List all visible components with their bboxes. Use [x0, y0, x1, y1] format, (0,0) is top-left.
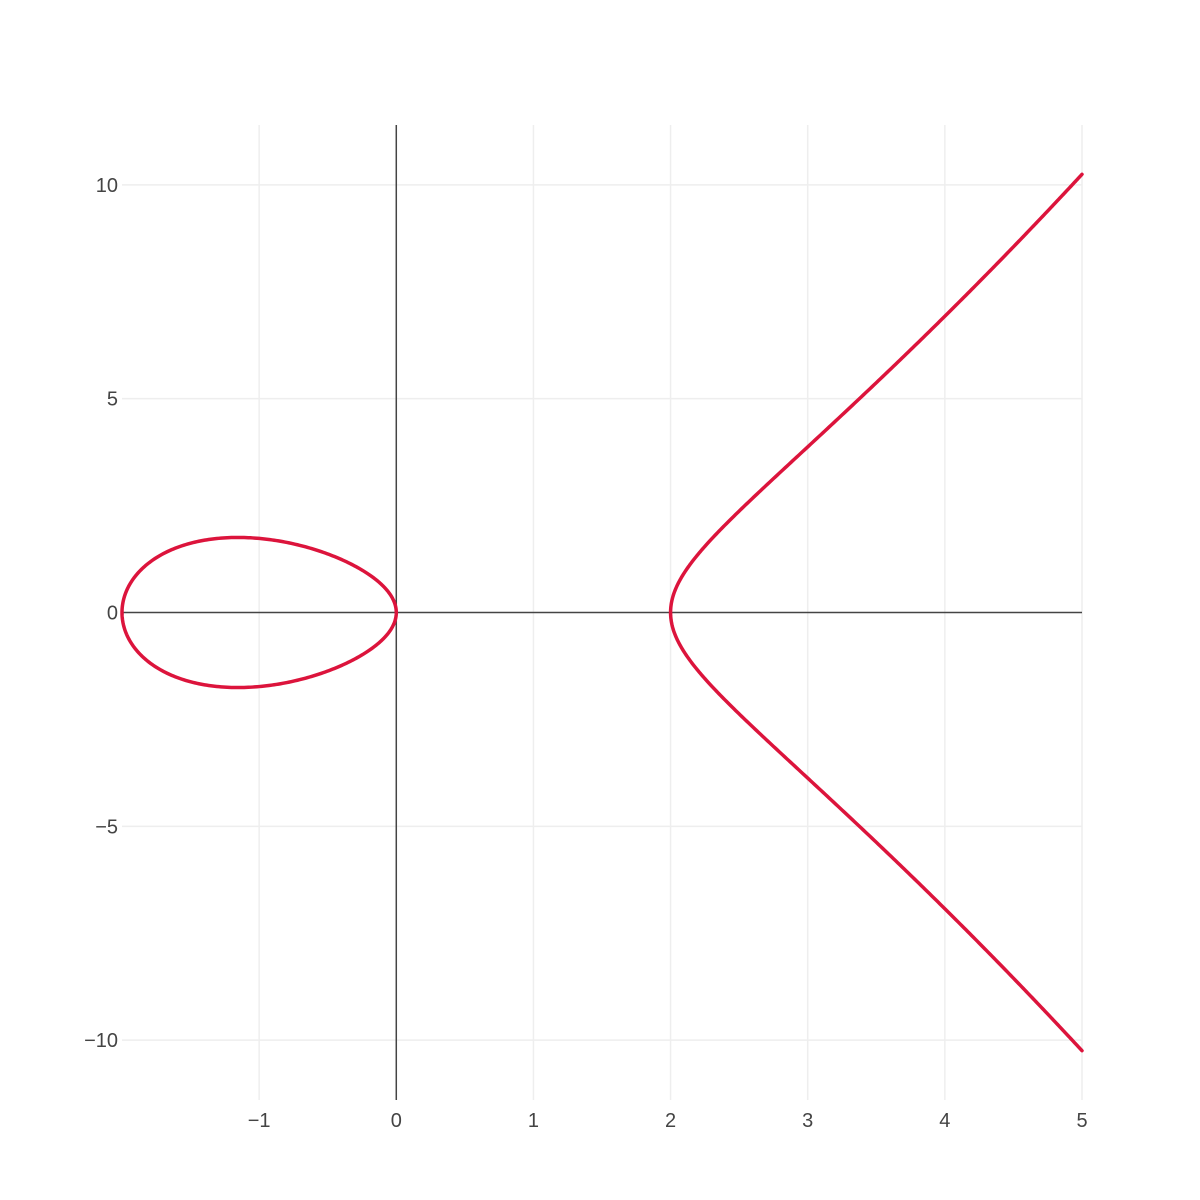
y-tick-label: −5	[95, 816, 118, 838]
x-tick-label: −1	[248, 1110, 271, 1132]
curve-oval-component	[120, 535, 399, 690]
y-tick-label: 10	[96, 175, 118, 197]
y-axis-ticks: 10 5 0 −5 −10	[84, 175, 118, 1052]
x-tick-label: 2	[665, 1110, 676, 1132]
x-tick-label: 3	[802, 1110, 813, 1132]
y-tick-label: 5	[107, 389, 118, 411]
y-tick-label: −10	[84, 1030, 118, 1052]
curve-unbounded-component	[668, 172, 1084, 1053]
curve-series	[120, 172, 1084, 1053]
x-tick-label: 4	[939, 1110, 950, 1132]
x-axis-ticks: −1 0 1 2 3 4 5	[248, 1110, 1088, 1132]
x-tick-label: 1	[528, 1110, 539, 1132]
zero-lines	[122, 125, 1082, 1100]
x-tick-label: 0	[391, 1110, 402, 1132]
x-tick-label: 5	[1076, 1110, 1087, 1132]
y-tick-label: 0	[107, 603, 118, 625]
